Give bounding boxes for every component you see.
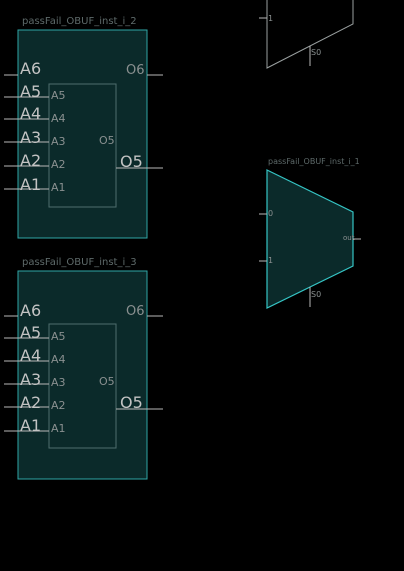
lut-cell-passfail-i3[interactable]: passFail_OBUF_inst_i_3 A6 A5 A4 A3 A2 A1… (4, 257, 163, 480)
cell-title: passFail_OBUF_inst_i_2 (22, 16, 137, 27)
cell-body[interactable] (17, 29, 148, 239)
lut-cell-passfail-i2[interactable]: passFail_OBUF_inst_i_2 A6 A5 A4 A3 A2 A1… (4, 16, 163, 239)
pin-label-o5: O5 (120, 393, 143, 412)
pin-label-a1: A1 (20, 175, 41, 194)
pin-label-a5: A5 (20, 323, 41, 342)
inner-pin-a4: A4 (51, 112, 66, 125)
cell-title: passFail_OBUF_inst_i_1 (268, 157, 360, 166)
mux-select-label: S0 (311, 48, 321, 57)
pin-label-a3: A3 (20, 128, 41, 147)
inner-pin-a5: A5 (51, 89, 66, 102)
pin-label-a4: A4 (20, 104, 41, 123)
mux-partial-top[interactable]: 1 S0 (259, 0, 354, 69)
pin-label-a6: A6 (20, 59, 41, 78)
cell-body[interactable] (17, 270, 148, 480)
inner-lut5 (48, 83, 117, 208)
mux-input1-label: 1 (268, 256, 273, 265)
inner-pin-a3: A3 (51, 135, 66, 148)
pin-label-a2: A2 (20, 151, 41, 170)
mux-output-label: out (343, 234, 355, 242)
inner-pin-a1: A1 (51, 422, 66, 435)
mux-input0-label: 0 (268, 209, 273, 218)
pin-label-o6: O6 (126, 63, 145, 78)
pin-label-o5: O5 (120, 152, 143, 171)
mux-select-label: S0 (311, 290, 321, 299)
inner-pin-a5: A5 (51, 330, 66, 343)
pin-label-a4: A4 (20, 346, 41, 365)
pin-label-a6: A6 (20, 301, 41, 320)
inner-output-o5: O5 (99, 375, 115, 388)
inner-output-o5: O5 (99, 134, 115, 147)
inner-pin-a2: A2 (51, 399, 66, 412)
mux-input-label: 1 (268, 14, 273, 23)
inner-lut5 (48, 323, 117, 449)
inner-pin-a2: A2 (51, 158, 66, 171)
pin-label-a3: A3 (20, 370, 41, 389)
mux-body[interactable] (266, 169, 354, 309)
pin-label-a2: A2 (20, 393, 41, 412)
inner-pin-a3: A3 (51, 376, 66, 389)
inner-pin-a1: A1 (51, 181, 66, 194)
cell-title: passFail_OBUF_inst_i_3 (22, 257, 137, 268)
pin-label-o6: O6 (126, 304, 145, 319)
inner-pin-a4: A4 (51, 353, 66, 366)
pin-label-a1: A1 (20, 416, 41, 435)
mux-cell-passfail-i1[interactable]: passFail_OBUF_inst_i_1 0 1 out S0 (259, 157, 361, 309)
pin-label-a5: A5 (20, 82, 41, 101)
